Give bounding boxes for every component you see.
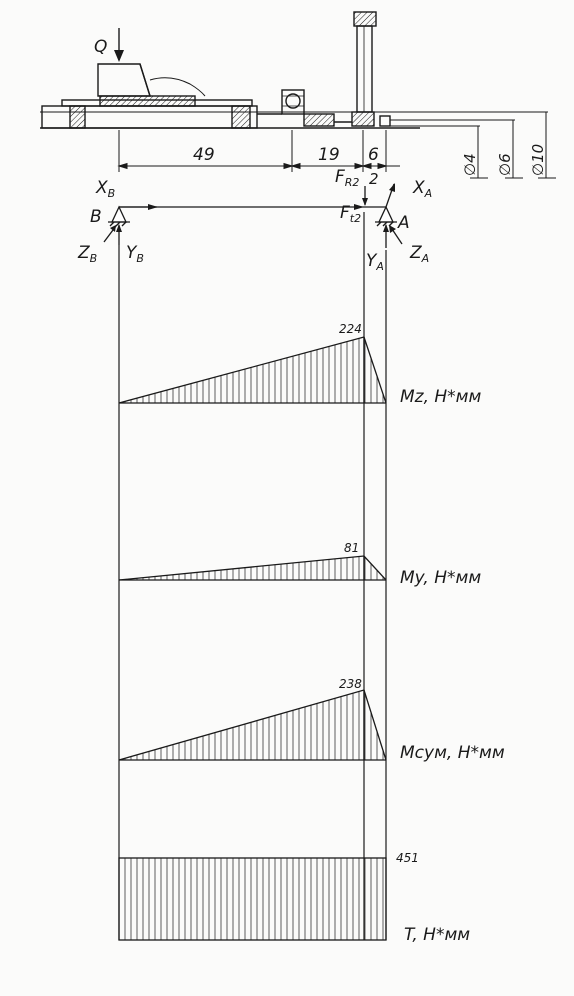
yb-label: YB (126, 243, 144, 265)
support-a-label: A (397, 213, 410, 233)
msum-peak-label: 238 (339, 677, 362, 691)
mz-label: Mz, H*мм (400, 387, 482, 407)
span-19-label: 19 (318, 145, 340, 165)
torque-hatch (124, 858, 384, 940)
za-label: ZA (409, 243, 429, 265)
xb-label: XB (95, 178, 115, 200)
load-q-label: Q (94, 37, 107, 57)
load-q-arrow: Q (94, 28, 124, 62)
span-2-label: 2 (369, 170, 379, 188)
span-6-label: 6 (368, 145, 379, 165)
torque-peak-label: 451 (396, 851, 419, 865)
msum-label: Mсум, H*мм (400, 743, 505, 763)
dimension-line (117, 130, 400, 172)
fr2-label: FR2 (335, 167, 359, 189)
torque-diagram: 451 T, H*мм (118, 851, 470, 945)
support-scheme (103, 183, 403, 248)
mz-peak-label: 224 (339, 322, 362, 336)
ya-label: YA (366, 251, 384, 273)
msum-diagram: 238 Mсум, H*мм (118, 677, 505, 763)
diameter-4-label: ∅4 (461, 153, 479, 176)
my-label: My, H*мм (400, 568, 481, 588)
zb-label: ZB (77, 243, 97, 265)
mz-hatch (124, 338, 384, 403)
assembly-sketch (40, 11, 545, 129)
diameter-10-label: ∅10 (529, 144, 547, 176)
msum-hatch (124, 691, 384, 760)
ft2-label: Ft2 (340, 203, 361, 225)
my-hatch (124, 556, 384, 580)
xa-label: XA (412, 178, 432, 200)
diameter-leaders (390, 111, 556, 179)
span-49-label: 49 (193, 145, 215, 165)
support-b-label: B (90, 207, 102, 227)
my-diagram: 81 My, H*мм (118, 541, 481, 588)
my-peak-label: 81 (344, 541, 359, 555)
torque-label: T, H*мм (404, 925, 470, 945)
mz-diagram: 224 Mz, H*мм (118, 322, 482, 407)
diameter-6-label: ∅6 (496, 153, 514, 176)
